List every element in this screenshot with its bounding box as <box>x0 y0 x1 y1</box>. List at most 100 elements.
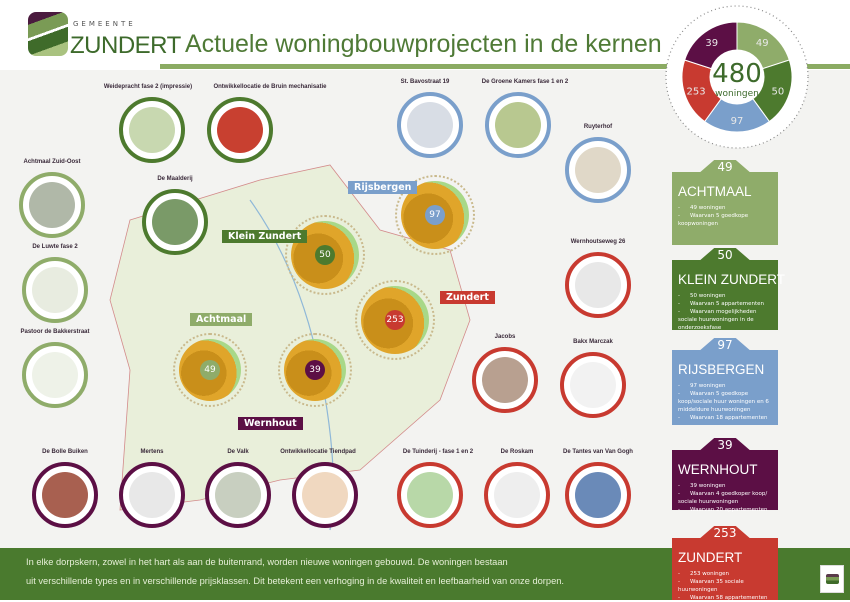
page-title: Actuele woningbouwprojecten in de kernen <box>185 30 662 58</box>
kern-map-count: 253 <box>385 310 405 330</box>
card-bullet: Waarvan 18 appartementen <box>678 414 772 422</box>
project-image <box>42 472 88 518</box>
card-tab <box>698 526 752 540</box>
project-image <box>494 472 540 518</box>
project-label: Mertens <box>140 449 164 455</box>
project-image <box>575 147 621 193</box>
kern-map-circle: 50 <box>285 215 365 295</box>
card-tab <box>698 438 752 452</box>
project-photo <box>485 92 551 158</box>
card-bullet: 97 woningen <box>678 382 772 390</box>
project-photo <box>19 172 85 238</box>
project-image <box>29 182 75 228</box>
kern-card-wernhout: 39WERNHOUT39 woningenWaarvan 4 goedkoper… <box>672 438 778 513</box>
project-label: De Valk <box>227 449 249 455</box>
card-count: 50 <box>717 248 733 262</box>
logo-big-text: ZUNDERT <box>70 32 181 59</box>
project-label: Achtmaal Zuid-Oost <box>23 159 81 165</box>
project-image <box>129 472 175 518</box>
donut-segment-label: 39 <box>705 38 718 49</box>
donut-segment-label: 253 <box>687 86 706 97</box>
project-photo <box>205 462 271 528</box>
card-bullet: Waarvan mogelijkheden sociale huurwoning… <box>678 308 772 332</box>
footer-text-line-1: In elke dorpskern, zowel in het hart als… <box>26 557 508 567</box>
kern-map-count: 39 <box>305 360 325 380</box>
footer-text-line-2: uit verschillende types en in verschille… <box>26 576 564 586</box>
project-label: Weidepracht fase 2 (impressie) <box>103 84 193 90</box>
project-label: Ontwikkellocatie de Bruin mechanisatie <box>213 84 327 90</box>
card-bullet: Waarvan 58 appartementen <box>678 594 772 602</box>
project-label: De Tuinderij - fase 1 en 2 <box>402 449 474 455</box>
project-photo <box>22 257 88 323</box>
kern-map-circle: 39 <box>278 333 352 407</box>
card-title: WERNHOUT <box>678 462 758 477</box>
donut-segment-label: 50 <box>772 86 785 97</box>
project-image <box>302 472 348 518</box>
card-title: ZUNDERT <box>678 550 743 565</box>
project-photo <box>207 97 273 163</box>
project-image <box>152 199 198 245</box>
project-image <box>570 362 616 408</box>
kern-map-circle: 49 <box>173 333 247 407</box>
card-count: 49 <box>717 160 733 174</box>
card-count: 97 <box>717 338 733 352</box>
kern-card-zundert: 253ZUNDERT253 woningenWaarvan 35 sociale… <box>672 526 778 602</box>
project-photo <box>565 462 631 528</box>
project-photo <box>292 462 358 528</box>
project-photo <box>32 462 98 528</box>
project-photo <box>397 92 463 158</box>
kern-card-achtmaal: 49ACHTMAAL49 woningenWaarvan 5 goedkope … <box>672 160 778 245</box>
card-bullet: 253 woningen <box>678 570 772 578</box>
card-tab <box>698 338 752 352</box>
logo-small-text: GEMEENTE <box>73 20 136 28</box>
project-label: Wernhoutseweg 26 <box>570 239 626 245</box>
footer-logo-icon <box>820 565 844 593</box>
project-label: Ontwikkellocatie Tiendpad <box>280 449 356 455</box>
kern-map-label: Zundert <box>440 291 495 304</box>
project-photo <box>22 342 88 408</box>
project-photo <box>565 137 631 203</box>
gemeente-zundert-logo: GEMEENTE ZUNDERT <box>28 12 181 62</box>
kern-map-label: Wernhout <box>238 417 303 430</box>
project-image <box>495 102 541 148</box>
project-image <box>32 352 78 398</box>
project-image <box>482 357 528 403</box>
project-label: St. Bavostraat 19 <box>400 79 450 85</box>
project-label: Jacobs <box>494 334 516 340</box>
project-photo <box>142 189 208 255</box>
project-label: Ruyterhof <box>583 124 613 130</box>
project-image <box>407 472 453 518</box>
card-tab <box>698 160 752 174</box>
card-title: RIJSBERGEN <box>678 362 765 377</box>
card-title: ACHTMAAL <box>678 184 752 199</box>
card-count: 39 <box>717 438 733 452</box>
project-label: De Maalderij <box>157 176 193 182</box>
donut-segment <box>684 21 738 70</box>
card-bullet: 50 woningen <box>678 292 772 300</box>
kern-map-count: 97 <box>425 205 445 225</box>
project-image <box>32 267 78 313</box>
project-photo <box>472 347 538 413</box>
total-count: 480 <box>712 59 762 89</box>
municipality-boundary <box>109 164 471 511</box>
card-bullet: 49 woningen <box>678 204 772 212</box>
card-bullet: 39 woningen <box>678 482 772 490</box>
project-image <box>575 472 621 518</box>
kern-map-count: 50 <box>315 245 335 265</box>
project-label: Pastoor de Bakkerstraat <box>20 329 90 335</box>
project-label: De Luwte fase 2 <box>32 244 78 250</box>
project-photo <box>560 352 626 418</box>
project-label: De Tantes van Van Gogh <box>563 449 633 455</box>
card-bullet: Waarvan 35 sociale huurwoningen <box>678 578 772 594</box>
project-image <box>217 107 263 153</box>
total-unit: woningen <box>715 89 759 99</box>
card-bullet: Waarvan 5 goedkope koop/sociale huur won… <box>678 390 772 414</box>
project-label: De Groene Kamers fase 1 en 2 <box>481 79 569 85</box>
kern-map-label: Achtmaal <box>190 313 253 326</box>
logo-mark-icon <box>28 12 68 56</box>
donut-segment-label: 97 <box>731 116 744 127</box>
